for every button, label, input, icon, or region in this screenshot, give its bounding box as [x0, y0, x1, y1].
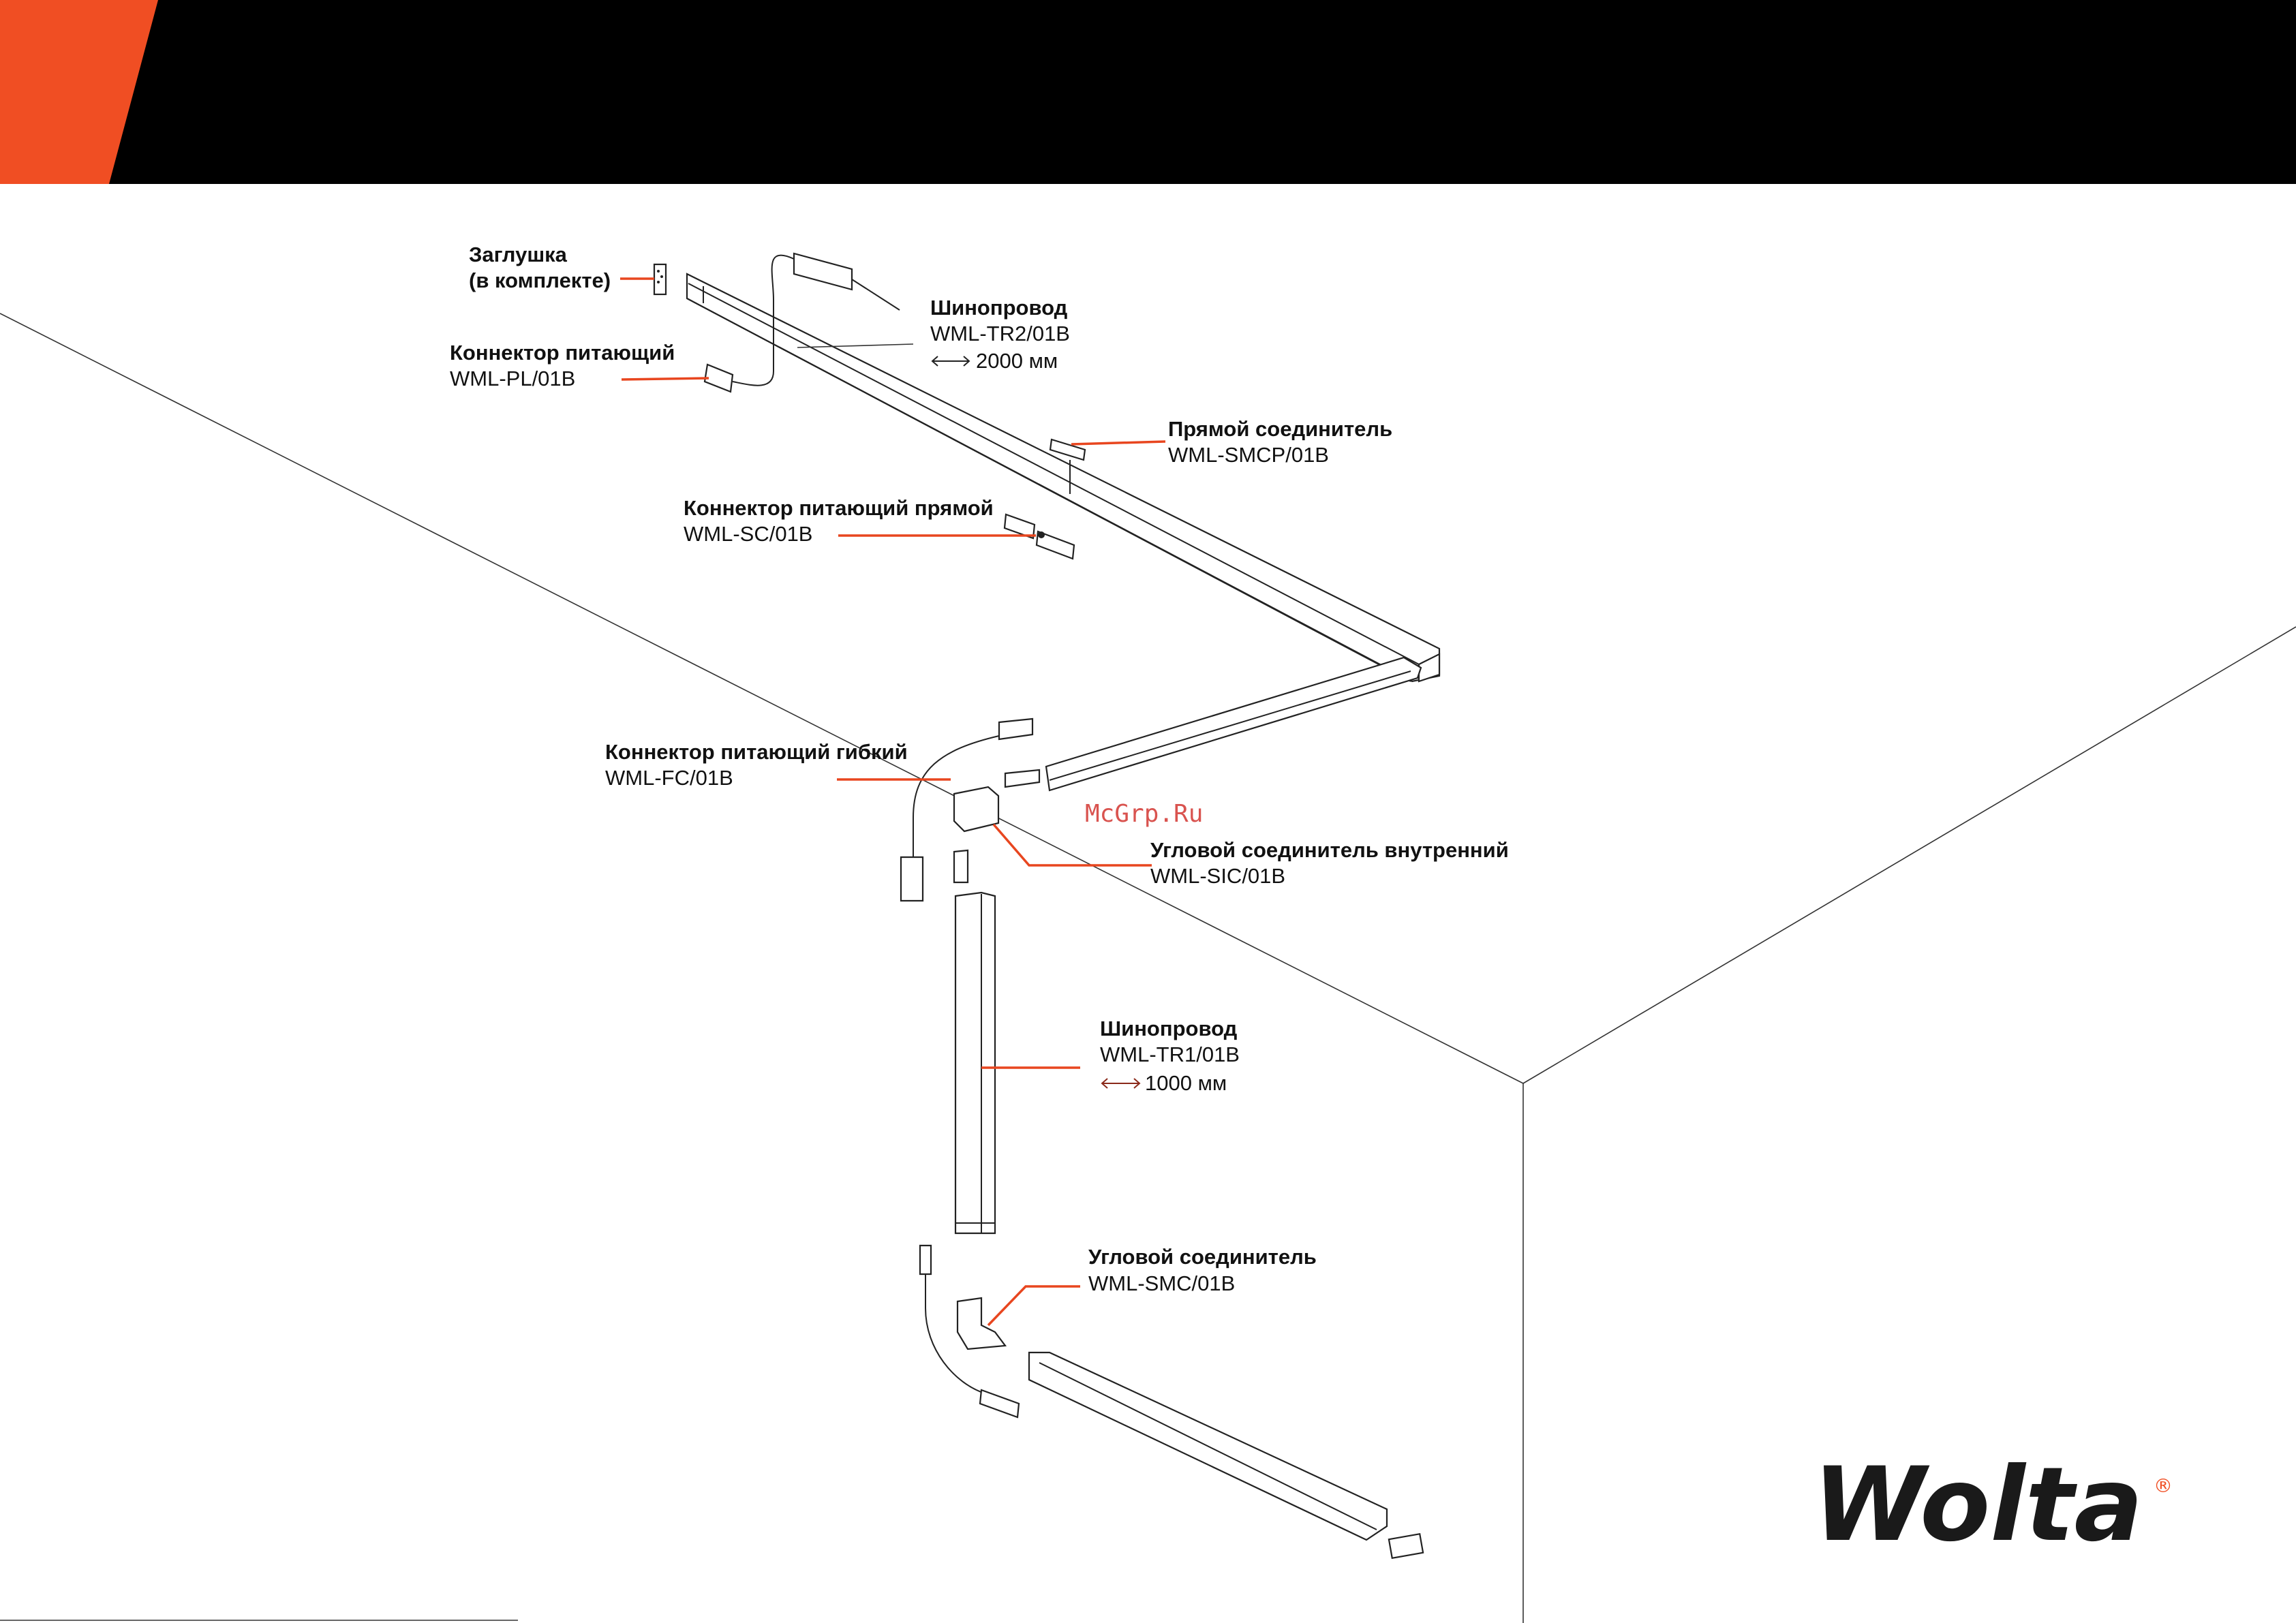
label-power-connector-flex: Коннектор питающий гибкий WML-FC/01B [605, 740, 908, 790]
label-corner-connector: Угловой соединитель WML-SMC/01B [1088, 1245, 1317, 1295]
track-long-illustration [686, 273, 1441, 683]
track-short-length: 1000 мм [1145, 1071, 1227, 1095]
track-lower-illustration [1028, 1351, 1424, 1560]
room-outline [0, 313, 2296, 1623]
registered-mark: ® [2154, 1474, 2173, 1497]
label-track-short: Шинопровод WML-TR1/01B 1000 мм [1100, 1017, 1240, 1095]
header-accent [0, 0, 158, 184]
leader-lines [620, 277, 1166, 1327]
corner-connector-part [919, 1244, 1020, 1419]
power-connector-code: WML-PL/01B [450, 367, 575, 390]
inner-corner-connector-title: Угловой соединитель внутренний [1150, 838, 1509, 862]
label-track-long: Шинопровод WML-TR2/01B 2000 мм [930, 296, 1070, 373]
inner-corner-connector-code: WML-SIC/01B [1150, 864, 1285, 888]
track-short-title: Шинопровод [1100, 1017, 1238, 1040]
inner-corner-connector-part [953, 786, 1000, 884]
flex-connector-part [900, 717, 1041, 902]
track-short-code: WML-TR1/01B [1100, 1042, 1240, 1066]
end-cap-part [653, 263, 667, 296]
power-connector-straight-code: WML-SC/01B [684, 522, 812, 546]
brand-logo: Wolta ® [1813, 1446, 2173, 1564]
label-power-connector: Коннектор питающий WML-PL/01B [450, 341, 675, 390]
track-long-title: Шинопровод [930, 296, 1068, 320]
double-arrow-icon [931, 356, 970, 367]
label-plug: Заглушка (в комплекте) [469, 243, 611, 292]
label-straight-connector: Прямой соединитель WML-SMCP/01B [1168, 417, 1392, 467]
straight-connector-part [1049, 438, 1086, 494]
power-connector-straight-part [1003, 513, 1075, 560]
track-return-illustration [1045, 656, 1422, 792]
power-connector-part [703, 363, 734, 393]
label-inner-corner-connector: Угловой соединитель внутренний WML-SIC/0… [1150, 838, 1509, 888]
double-arrow-icon [1101, 1078, 1141, 1089]
header-bar [0, 0, 2296, 184]
power-feed-box [732, 252, 900, 386]
track-long-length: 2000 мм [976, 349, 1058, 373]
straight-connector-title: Прямой соединитель [1168, 417, 1392, 441]
power-connector-title: Коннектор питающий [450, 341, 675, 365]
watermark-text: McGrp.Ru [1085, 800, 1203, 828]
plug-subtitle: (в комплекте) [469, 268, 611, 292]
corner-connector-code: WML-SMC/01B [1088, 1271, 1235, 1295]
track-long-code: WML-TR2/01B [930, 322, 1070, 345]
straight-connector-code: WML-SMCP/01B [1168, 443, 1329, 467]
track-short-illustration [954, 891, 996, 1235]
corner-connector-title: Угловой соединитель [1088, 1245, 1317, 1269]
power-connector-flex-code: WML-FC/01B [605, 766, 733, 790]
power-connector-flex-title: Коннектор питающий гибкий [605, 740, 908, 764]
power-connector-straight-title: Коннектор питающий прямой [684, 496, 994, 520]
logo-wordmark: Wolta [1813, 1446, 2143, 1564]
plug-title: Заглушка [469, 243, 568, 266]
label-power-connector-straight: Коннектор питающий прямой WML-SC/01B [684, 496, 994, 546]
